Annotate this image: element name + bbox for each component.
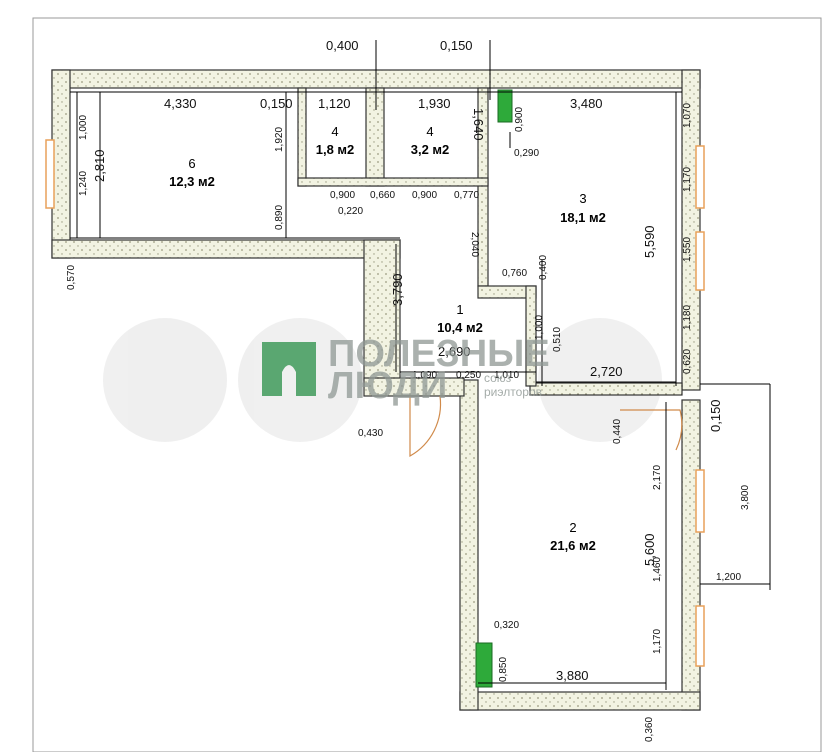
dim-1170a: 1,170: [682, 167, 693, 192]
dim-1550: 1,550: [682, 237, 693, 262]
dim-0400: 0,400: [538, 255, 549, 280]
dim-top-0150: 0,150: [440, 38, 473, 53]
dim-0150a: 0,150: [260, 96, 293, 111]
watermark-sub2: риэлторов: [484, 385, 542, 399]
window-right-4: [695, 605, 705, 667]
page-frame: [32, 17, 822, 752]
room-3-number: 3: [579, 191, 586, 206]
dim-1010: 1,010: [494, 370, 519, 381]
dim-1920: 1,920: [274, 127, 285, 152]
dim-1120: 1,120: [318, 96, 351, 111]
dim-1180: 1,180: [682, 305, 693, 330]
window-right-3: [695, 469, 705, 533]
windows: [45, 139, 705, 667]
window-right-2: [695, 231, 705, 291]
dimension-lines: [70, 40, 771, 690]
dim-3880: 3,880: [556, 668, 589, 683]
dim-2040: 2,040: [469, 232, 480, 257]
watermark-logo: ПОЛЕЗНЫЕ ЛЮДИ союз риэлторов: [262, 333, 550, 407]
dimension-labels: 0,400 0,150 4,330 0,150 1,120 1,930 3,48…: [66, 38, 751, 742]
dim-0430: 0,430: [358, 428, 383, 439]
dim-0760: 0,760: [502, 268, 527, 279]
dim-1200: 1,200: [716, 572, 741, 583]
room-3-area: 18,1 м2: [560, 210, 606, 225]
logo-house-icon: [262, 342, 316, 396]
dim-2720: 2,720: [590, 364, 623, 379]
dim-0770: 0,770: [454, 190, 479, 201]
dim-0890: 0,890: [274, 205, 285, 230]
dim-1070: 1,070: [682, 103, 693, 128]
dim-1930: 1,930: [418, 96, 451, 111]
dim-3790: 3,790: [390, 273, 405, 306]
dim-top-0400: 0,400: [326, 38, 359, 53]
room-1-area: 10,4 м2: [437, 320, 483, 335]
room-1-number: 1: [456, 302, 463, 317]
dim-3480: 3,480: [570, 96, 603, 111]
dim-1640: 1,640: [471, 108, 486, 141]
room-labels: 6 12,3 м2 4 1,8 м2 4 3,2 м2 3 18,1 м2 1 …: [169, 124, 606, 553]
dim-2170: 2,170: [652, 465, 663, 490]
dim-0900a: 0,900: [330, 190, 355, 201]
dim-1240: 1,240: [78, 171, 89, 196]
room-6-area: 12,3 м2: [169, 174, 215, 189]
dim-1170b: 1,170: [652, 629, 663, 654]
room-4a-number: 4: [331, 124, 338, 139]
dim-0850: 0,850: [498, 657, 509, 682]
dim-2810: 2,810: [92, 149, 107, 182]
dim-0620: 0,620: [682, 349, 693, 374]
watermark-sub1: союз: [484, 371, 512, 385]
dim-0660: 0,660: [370, 190, 395, 201]
room-2-area: 21,6 м2: [550, 538, 596, 553]
dim-0220: 0,220: [338, 206, 363, 217]
dim-5600: 5,600: [642, 533, 657, 566]
window-left: [45, 139, 55, 209]
dim-0900b: 0,900: [412, 190, 437, 201]
dim-4330: 4,330: [164, 96, 197, 111]
room-6-number: 6: [188, 156, 195, 171]
dim-0360: 0,360: [644, 717, 655, 742]
shaft-top: [497, 89, 513, 123]
dim-0440: 0,440: [612, 419, 623, 444]
dim-2690: 2,690: [438, 344, 471, 359]
dim-1460: 1,460: [652, 557, 663, 582]
room-4b-number: 4: [426, 124, 433, 139]
watermark-line1: ПОЛЕЗНЫЕ: [328, 333, 550, 375]
dim-5590: 5,590: [642, 225, 657, 258]
dim-0250: 0,250: [456, 370, 481, 381]
dim-1000b: 1,000: [534, 315, 545, 340]
window-right-1: [695, 145, 705, 209]
dim-0150b: 0,150: [708, 399, 723, 432]
dim-0290: 0,290: [514, 148, 539, 159]
room-2-number: 2: [569, 520, 576, 535]
room-4a-area: 1,8 м2: [316, 142, 355, 157]
dim-1000: 1,000: [78, 115, 89, 140]
dim-3800: 3,800: [740, 485, 751, 510]
doors: [409, 395, 683, 458]
dim-0320: 0,320: [494, 620, 519, 631]
dim-0900c: 0,900: [514, 107, 525, 132]
watermark-line2: ЛЮДИ: [328, 365, 447, 407]
room-4b-area: 3,2 м2: [411, 142, 450, 157]
dim-0570: 0,570: [66, 265, 77, 290]
dim-0510: 0,510: [552, 327, 563, 352]
shaft-bottom: [475, 642, 493, 688]
dim-1090: 1,090: [412, 370, 437, 381]
